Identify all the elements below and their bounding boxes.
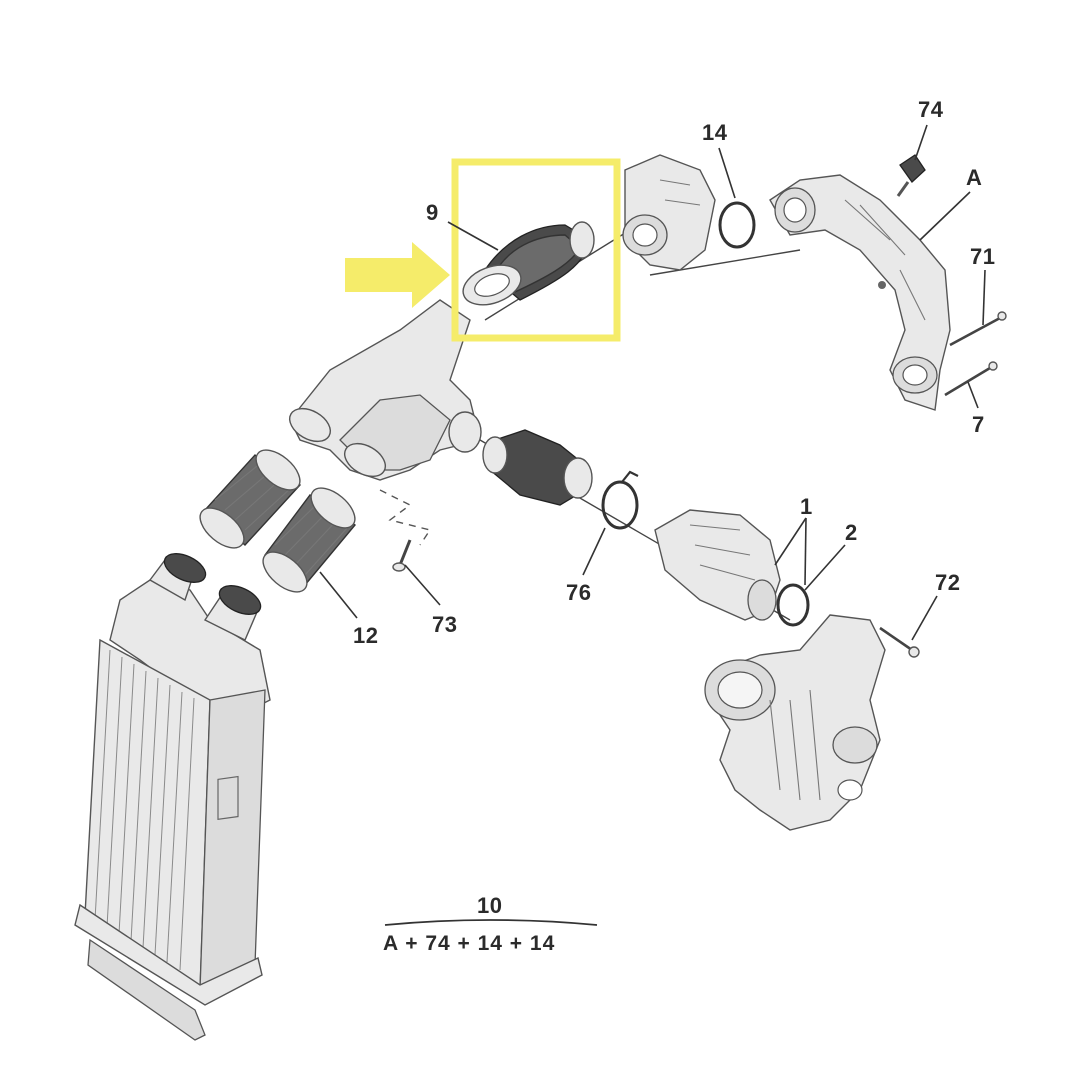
highlight-arrow [345, 242, 450, 308]
label-12: 12 [353, 623, 378, 648]
label-72: 72 [935, 570, 960, 595]
kit-bracket [384, 919, 598, 926]
hose-9 [462, 221, 595, 306]
bellows-hose-12-right [262, 487, 357, 593]
label-1: 1 [800, 494, 813, 519]
bellows-hose-12-left [199, 449, 302, 549]
intake-y-pipe [289, 299, 482, 481]
kit-formula-text: A + 74 + 14 + 14 [383, 932, 555, 955]
label-14: 14 [702, 120, 728, 145]
label-73: 73 [432, 612, 457, 637]
axis-line-right [649, 249, 801, 276]
kit-formula: 10 A + 74 + 14 + 14 [383, 893, 598, 955]
bolt-73 [392, 539, 412, 572]
bolt-71 [949, 311, 1007, 347]
intercooler [74, 553, 271, 1041]
hose-center [482, 429, 593, 506]
highlight-box [451, 158, 621, 342]
throttle-body [622, 154, 716, 271]
label-7: 7 [972, 412, 985, 437]
o-ring-14 [718, 201, 756, 249]
label-2: 2 [845, 520, 858, 545]
bolt-72 [879, 626, 920, 658]
label-76: 76 [566, 580, 591, 605]
label-9: 9 [426, 200, 439, 225]
sensor-7 [944, 361, 998, 397]
construction-line-center [379, 489, 432, 546]
clamp-76 [601, 470, 639, 530]
turbocharger [704, 614, 886, 831]
label-71: 71 [970, 244, 995, 269]
leader-lines [319, 124, 986, 641]
o-ring-2 [776, 583, 810, 627]
label-74: 74 [918, 97, 944, 122]
sensor-74 [896, 154, 926, 197]
manifold-A [769, 174, 951, 411]
duct-1 [654, 509, 781, 621]
kit-number: 10 [477, 893, 502, 918]
label-A: A [966, 165, 982, 190]
